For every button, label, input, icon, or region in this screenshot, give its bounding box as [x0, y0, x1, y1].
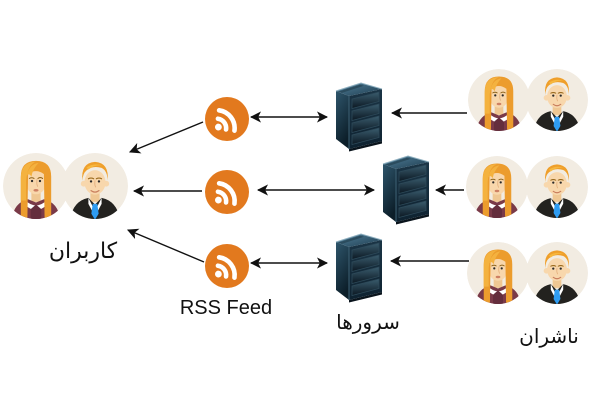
- publishers3-man-avatar-icon: [526, 242, 588, 304]
- arrow-rss1-to-users: [128, 121, 204, 154]
- publishers2-man-avatar-icon: [526, 156, 588, 218]
- users-label: کاربران: [48, 239, 118, 264]
- publishers3-woman-avatar-icon: [467, 242, 529, 304]
- rss-feed-icon-1: [205, 97, 249, 141]
- server-rack-icon-1: [330, 77, 388, 152]
- server-rack-icon-2: [377, 150, 435, 225]
- rss-feed-label: RSS Feed: [179, 297, 273, 319]
- server-rack-icon-3: [330, 228, 388, 303]
- publishers-label: ناشران: [519, 324, 579, 348]
- rss-feed-icon-3: [205, 244, 249, 288]
- users-woman-avatar-icon: [3, 153, 69, 219]
- servers-label: سرورها: [336, 310, 400, 334]
- publishers1-man-avatar-icon: [526, 69, 588, 131]
- arrow-rss3-to-users: [126, 228, 205, 263]
- publishers2-woman-avatar-icon: [466, 156, 528, 218]
- users-man-avatar-icon: [62, 153, 128, 219]
- rss-feed-icon-2: [205, 170, 249, 214]
- publishers1-woman-avatar-icon: [468, 69, 530, 131]
